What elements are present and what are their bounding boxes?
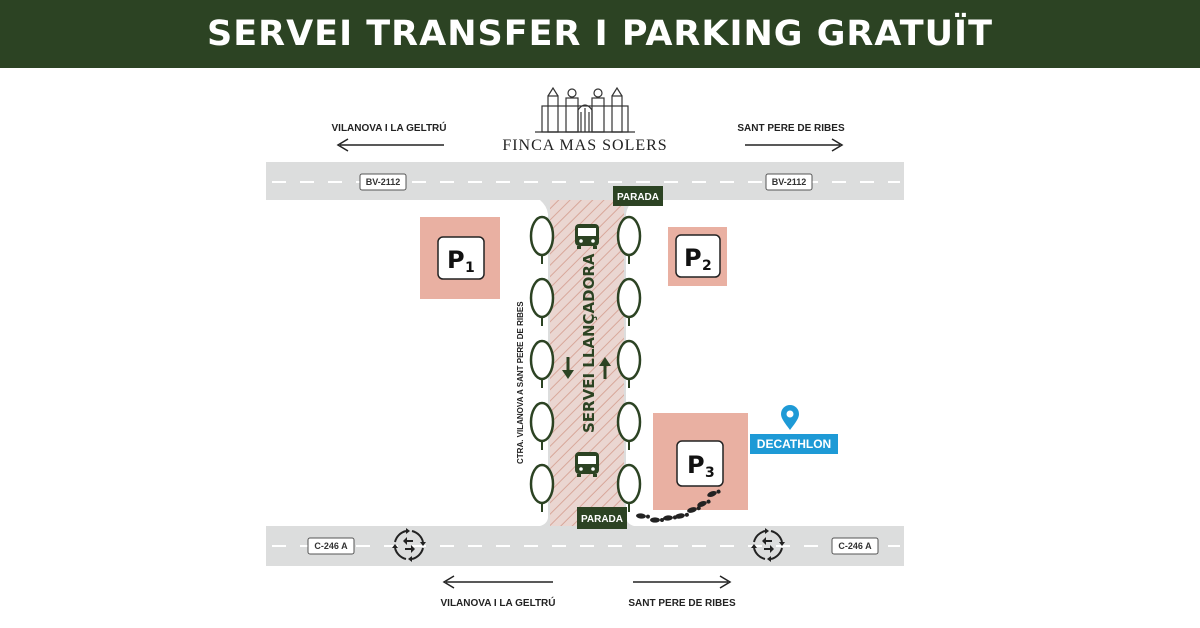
castle-icon bbox=[535, 86, 635, 133]
logo-name: FINCA MAS SOLERS bbox=[502, 137, 667, 154]
arrow-down-icon bbox=[562, 357, 574, 379]
top-road: BV-2112 BV-2112 bbox=[266, 162, 904, 200]
finca-logo: FINCA MAS SOLERS bbox=[502, 86, 667, 154]
stop-bottom-label: PARADA bbox=[581, 514, 623, 525]
parking-letter: P bbox=[684, 244, 702, 272]
decathlon-tag: DECATHLON bbox=[750, 434, 838, 454]
top-road-code-left: BV-2112 bbox=[366, 177, 401, 187]
arrow-left-icon bbox=[442, 575, 553, 589]
shuttle-service-label: SERVEI LLANÇADORA bbox=[580, 253, 598, 433]
stop-top-label: PARADA bbox=[617, 192, 659, 203]
parking-p3: P 3 bbox=[653, 413, 748, 510]
header-banner: SERVEI TRANSFER I PARKING GRATUÏT bbox=[0, 0, 1200, 68]
stop-tag-top: PARADA bbox=[613, 186, 663, 206]
parking-p1: P 1 bbox=[420, 217, 500, 299]
parking-letter: P bbox=[687, 451, 705, 479]
parking-number: 2 bbox=[702, 258, 712, 274]
arrow-right-icon bbox=[745, 138, 844, 152]
top-direction-left-label: VILANOVA I LA GELTRÚ bbox=[332, 121, 447, 134]
arrow-left-icon bbox=[336, 138, 444, 152]
bottom-direction-right-label: SANT PERE DE RIBES bbox=[628, 598, 736, 609]
top-direction-right-label: SANT PERE DE RIBES bbox=[737, 123, 845, 134]
parking-number: 3 bbox=[705, 465, 715, 481]
parking-p2: P 2 bbox=[668, 227, 727, 286]
side-road-label: CTRA. VILANOVA A SANT PERE DE RIBES bbox=[516, 301, 525, 464]
arrow-right-icon bbox=[633, 575, 732, 589]
parking-number: 1 bbox=[465, 260, 475, 276]
page-title: SERVEI TRANSFER I PARKING GRATUÏT bbox=[207, 14, 993, 54]
bus-icon bbox=[575, 224, 599, 249]
arrow-up-icon bbox=[599, 357, 611, 379]
bottom-direction-left-label: VILANOVA I LA GELTRÚ bbox=[441, 596, 556, 609]
bottom-road: C-246 A C-246 A bbox=[266, 526, 904, 566]
bus-icon bbox=[575, 452, 599, 477]
bottom-road-code-left: C-246 A bbox=[314, 541, 348, 551]
landmark-label: DECATHLON bbox=[757, 437, 831, 451]
location-pin-icon bbox=[781, 405, 799, 430]
top-road-code-right: BV-2112 bbox=[772, 177, 807, 187]
bottom-road-code-right: C-246 A bbox=[838, 541, 872, 551]
stop-tag-bottom: PARADA bbox=[577, 507, 627, 529]
parking-letter: P bbox=[447, 246, 465, 274]
